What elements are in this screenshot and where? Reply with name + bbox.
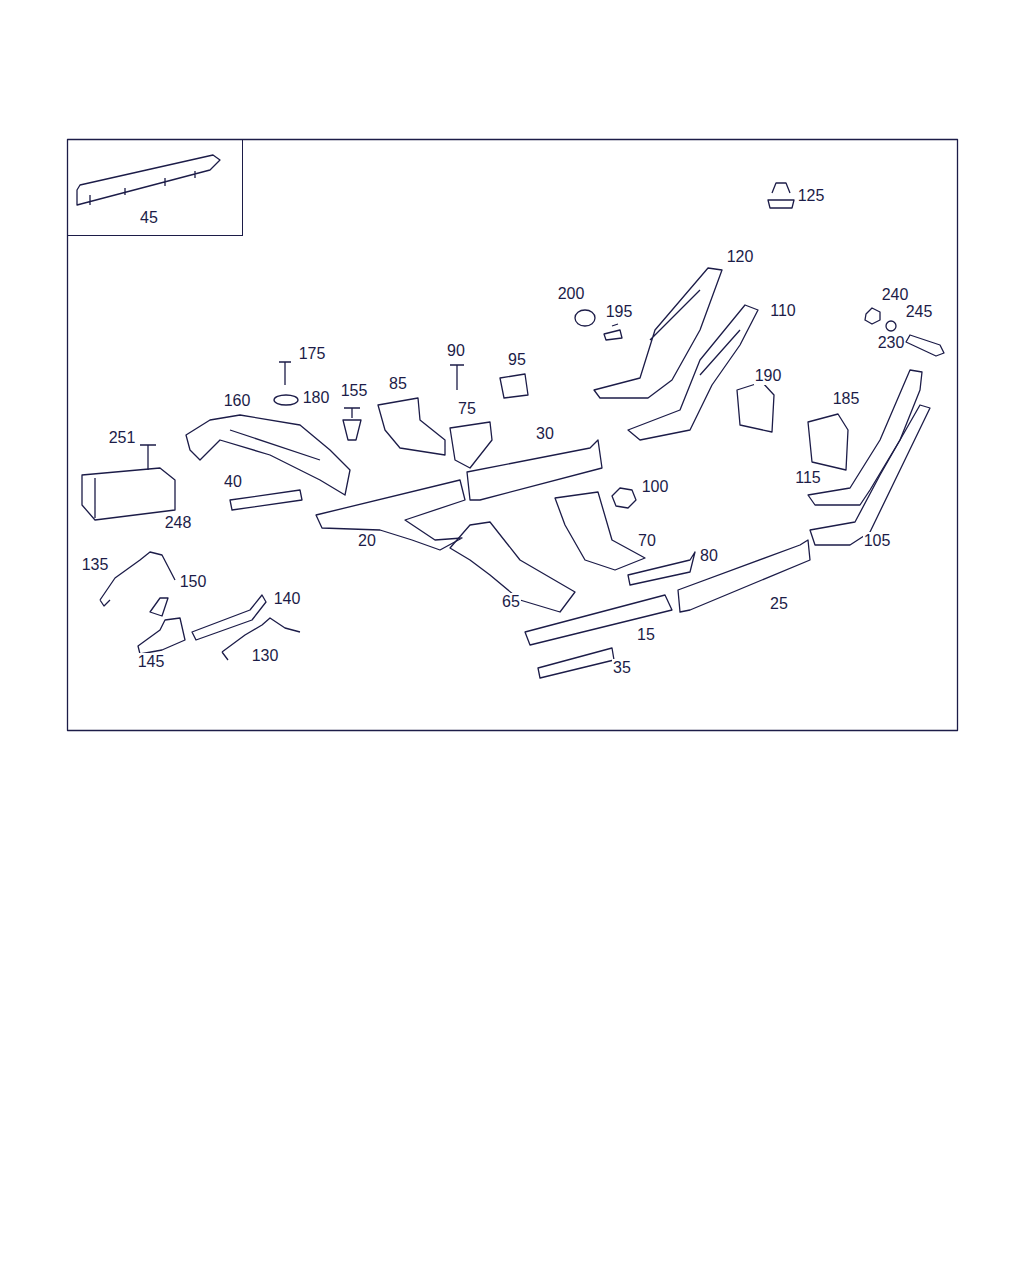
part-45 [77, 155, 220, 205]
part-200 [575, 310, 595, 326]
diagram-frame [68, 140, 958, 731]
part-110 [628, 305, 758, 440]
part-150 [150, 598, 168, 616]
callout-number: 195 [605, 303, 634, 321]
part-100 [612, 488, 636, 508]
part-65 [450, 522, 575, 612]
callout-number: 175 [298, 345, 327, 363]
part-70 [555, 492, 645, 570]
callout-number: 105 [863, 532, 892, 550]
part-248 [82, 468, 175, 520]
callout-number: 150 [179, 573, 208, 591]
part-230 [906, 335, 944, 356]
part-115 [808, 370, 922, 505]
callout-number: 100 [641, 478, 670, 496]
part-145 [138, 618, 185, 654]
part-95 [500, 374, 528, 398]
inset-box: 45 [67, 139, 243, 236]
callout-number: 25 [769, 595, 789, 613]
callout-number: 135 [81, 556, 110, 574]
part-140 [192, 595, 266, 640]
callout-number: 85 [388, 375, 408, 393]
callout-number: 70 [637, 532, 657, 550]
part-185 [808, 414, 848, 470]
callout-number: 45 [139, 209, 159, 227]
callout-number: 185 [832, 390, 861, 408]
part-195 [604, 324, 622, 340]
callout-number: 95 [507, 351, 527, 369]
callout-number: 20 [357, 532, 377, 550]
part-105 [810, 405, 930, 545]
part-80 [628, 552, 695, 585]
part-245 [886, 321, 896, 331]
part-25 [678, 540, 810, 612]
callout-number: 155 [340, 382, 369, 400]
part-30 [467, 440, 602, 500]
part-85 [378, 398, 445, 455]
part-120 [594, 268, 722, 398]
part-240 [865, 308, 880, 324]
callout-number: 251 [108, 429, 137, 447]
callout-number: 110 [769, 302, 797, 320]
callout-number: 80 [699, 547, 719, 565]
callout-number: 15 [636, 626, 656, 644]
part-35 [538, 648, 614, 678]
callout-number: 120 [726, 248, 755, 266]
callout-number: 130 [251, 647, 280, 665]
callout-number: 145 [137, 653, 166, 671]
callout-number: 230 [877, 334, 906, 352]
callout-number: 90 [446, 342, 466, 360]
part-90 [450, 365, 464, 390]
part-75 [450, 422, 492, 468]
callout-number: 140 [273, 590, 302, 608]
part-20 [316, 480, 465, 550]
part-155 [343, 408, 361, 440]
callout-number: 248 [164, 514, 193, 532]
callout-number: 245 [905, 303, 934, 321]
callout-number: 125 [797, 187, 826, 205]
part-160 [186, 415, 350, 495]
part-125 [768, 183, 794, 208]
callout-number: 35 [612, 659, 632, 677]
part-180 [274, 395, 298, 405]
part-190 [737, 382, 774, 432]
callout-number: 115 [794, 469, 822, 487]
callout-number: 30 [535, 425, 555, 443]
callout-number: 180 [302, 389, 331, 407]
callout-number: 65 [501, 593, 521, 611]
part-40 [230, 490, 302, 510]
callout-number: 190 [754, 367, 783, 385]
callout-number: 75 [457, 400, 477, 418]
part-251 [140, 445, 156, 470]
callout-number: 200 [557, 285, 586, 303]
callout-number: 240 [881, 286, 910, 304]
part-15 [525, 595, 672, 645]
part-175 [279, 362, 291, 385]
callout-number: 160 [223, 392, 252, 410]
callout-number: 40 [223, 473, 243, 491]
